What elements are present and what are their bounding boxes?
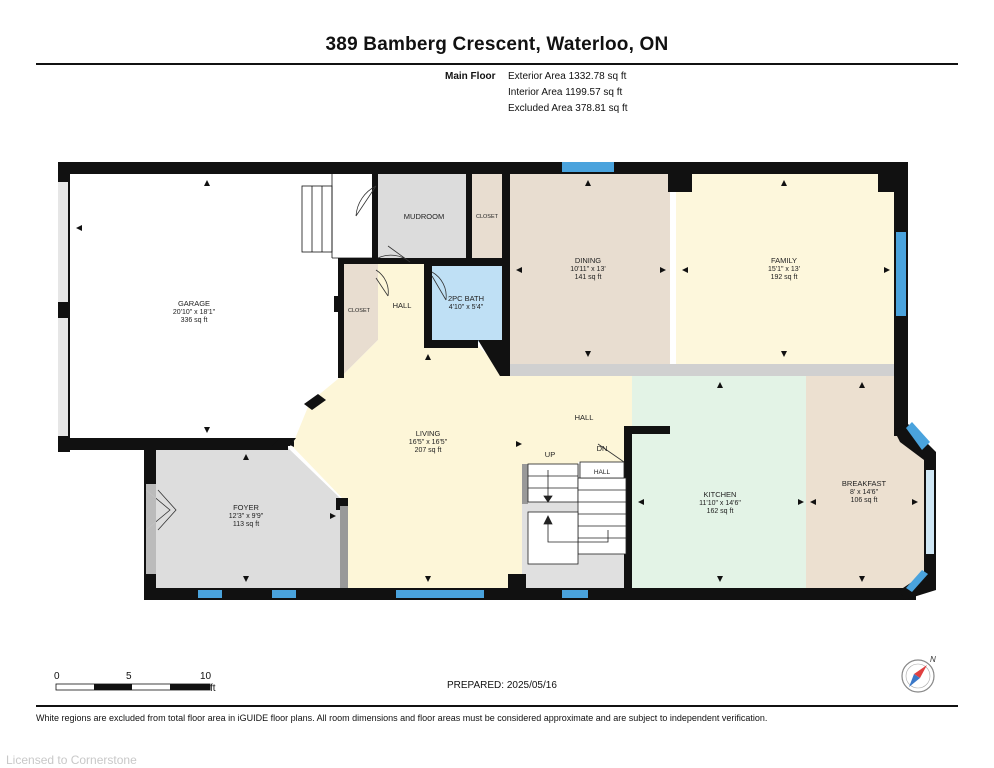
foyer-area: 113 sq ft <box>233 521 259 528</box>
living-area: 207 sq ft <box>415 447 442 454</box>
closet-top-label: CLOSET <box>476 214 499 220</box>
hall-small-label: HALL <box>594 469 611 476</box>
closet-left-label: CLOSET <box>348 308 371 314</box>
dining-area: 141 sq ft <box>575 274 602 281</box>
breakfast-area: 106 sq ft <box>851 497 878 504</box>
garage-window-left <box>58 182 68 302</box>
garage-dims: 20'10" x 18'1" <box>173 309 216 316</box>
living-label: LIVING <box>416 429 441 438</box>
watermark-text: Licensed to Cornerstone <box>6 753 137 767</box>
mudroom-fill <box>378 174 470 258</box>
stairs-up-label: UP <box>545 450 555 459</box>
garage-area: 336 sq ft <box>181 317 208 324</box>
scale-tick-5: 5 <box>126 671 132 682</box>
closet-top-fill <box>472 174 502 258</box>
breakfast-fill <box>806 376 924 594</box>
family-fill <box>676 174 894 364</box>
dimension-markers <box>76 180 918 582</box>
breakfast-dims: 8' x 14'6" <box>850 489 879 496</box>
header-divider <box>36 63 958 65</box>
scale-bar <box>55 683 211 691</box>
bath-label: 2PC BATH <box>448 294 484 303</box>
hall-top-label: HALL <box>393 301 412 310</box>
family-dims: 15'1" x 13' <box>768 266 800 273</box>
floor-name: Main Floor <box>445 71 496 82</box>
compass-icon: N <box>901 655 936 693</box>
page-title: 389 Bamberg Crescent, Waterloo, ON <box>325 34 669 55</box>
garage-label: GARAGE <box>178 299 210 308</box>
compass-north-label: N <box>930 655 936 664</box>
garage-window-left-2 <box>58 318 68 436</box>
kitchen-label: KITCHEN <box>704 490 737 499</box>
stairs-dn-label: DN <box>597 444 608 453</box>
living-dims: 16'5" x 16'5" <box>409 439 448 446</box>
closet-left-fill <box>344 262 378 374</box>
bath-fill <box>430 264 502 342</box>
dining-fill <box>510 174 670 364</box>
hall-mid-label: HALL <box>575 413 594 422</box>
scale-tick-0: 0 <box>54 671 60 682</box>
mudroom-label: MUDROOM <box>404 212 444 221</box>
interior-area: Interior Area 1199.57 sq ft <box>508 87 623 98</box>
scale-unit: ft <box>210 683 216 694</box>
living-fill <box>292 264 670 588</box>
scale-tick-10: 10 <box>200 671 212 682</box>
prepared-date: PREPARED: 2025/05/16 <box>447 680 557 691</box>
foyer-dims: 12'3" x 9'9" <box>229 513 264 520</box>
foyer-door-frame <box>146 484 156 574</box>
excluded-area: Excluded Area 378.81 sq ft <box>508 103 628 114</box>
exterior-area: Exterior Area 1332.78 sq ft <box>508 71 627 82</box>
foyer-label: FOYER <box>233 503 259 512</box>
windows <box>198 162 934 598</box>
kitchen-area: 162 sq ft <box>707 508 734 515</box>
family-area: 192 sq ft <box>771 274 798 281</box>
dining-label: DINING <box>575 256 601 265</box>
gray-band-dining-family <box>510 364 894 376</box>
interior-walls <box>272 162 670 590</box>
footer-disclaimer: White regions are excluded from total fl… <box>36 713 768 723</box>
dining-dims: 10'11" x 13' <box>570 266 605 273</box>
bath-dims: 4'10" x 5'4" <box>449 304 484 311</box>
garage-steps <box>301 174 376 259</box>
footer-divider <box>36 705 958 707</box>
stairs <box>522 461 627 565</box>
kitchen-fill <box>632 376 806 588</box>
family-label: FAMILY <box>771 256 797 265</box>
foyer-fill <box>156 446 340 588</box>
breakfast-label: BREAKFAST <box>842 479 887 488</box>
kitchen-dims: 11'10" x 14'6" <box>699 500 741 507</box>
foyer-gray-wall <box>340 506 348 588</box>
